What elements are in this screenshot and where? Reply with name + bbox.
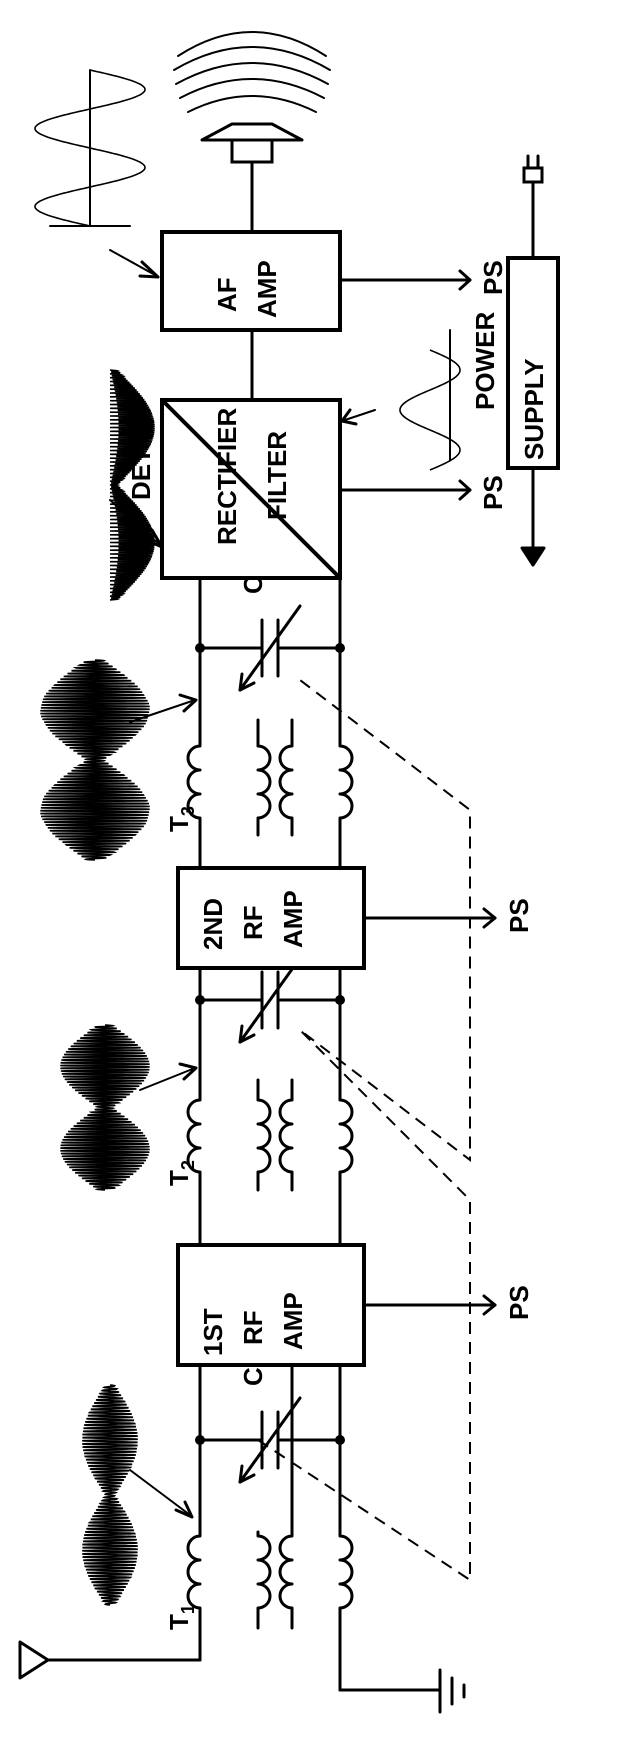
power-supply: SUPPLY POWER	[449, 154, 560, 567]
t3-label: T3	[164, 806, 198, 832]
variable-capacitor-c3: C3	[195, 565, 345, 692]
ps-label-rf2: PS	[504, 898, 534, 933]
t1-label: T1	[164, 1604, 198, 1630]
waveform-detected	[109, 369, 155, 601]
block-af-amp: AF AMP PS	[109, 158, 508, 332]
block-1st-rf-amp: 1ST RF AMP PS	[176, 1243, 534, 1367]
svg-text:AMP: AMP	[278, 890, 308, 948]
svg-text:RECTIFIER: RECTIFIER	[212, 408, 242, 545]
ganged-tuning-link	[257, 679, 471, 1582]
t2-label: T2	[164, 1160, 198, 1186]
ps-label-det: PS	[478, 475, 508, 510]
svg-text:RF: RF	[238, 905, 268, 940]
transformer-t3: T3	[164, 718, 354, 837]
svg-text:2ND: 2ND	[198, 898, 228, 950]
waveform-am-t2	[60, 1024, 150, 1191]
svg-text:AMP: AMP	[252, 260, 282, 318]
svg-text:POWER: POWER	[470, 312, 500, 410]
transformer-t1: T1	[164, 1530, 354, 1630]
ground-symbol	[338, 1626, 466, 1714]
svg-text:1ST: 1ST	[198, 1308, 228, 1356]
svg-text:FILTER: FILTER	[262, 431, 292, 520]
svg-text:AMP: AMP	[278, 1292, 308, 1350]
block-2nd-rf-amp: 2ND RF AMP PS	[176, 866, 534, 970]
svg-text:AF: AF	[212, 277, 242, 312]
waveform-audio	[34, 69, 146, 227]
speaker-icon	[173, 31, 331, 164]
antenna-symbol	[18, 1626, 202, 1680]
transformer-t2: T2	[164, 1078, 354, 1192]
svg-text:SUPPLY: SUPPLY	[519, 358, 549, 460]
waveform-am-t3	[40, 659, 150, 861]
svg-text:RF: RF	[238, 1310, 268, 1345]
signal-rails	[198, 578, 342, 1534]
signal-arrows	[129, 693, 198, 1519]
block-detector: RECTIFIER FILTER DET PS	[109, 398, 508, 580]
waveform-am-t1	[82, 1384, 138, 1606]
ps-label-af: PS	[478, 260, 508, 295]
waveform-filter-ripple	[399, 349, 461, 471]
ps-label-rf1: PS	[504, 1285, 534, 1320]
variable-capacitor-c1: C1	[195, 1357, 345, 1484]
